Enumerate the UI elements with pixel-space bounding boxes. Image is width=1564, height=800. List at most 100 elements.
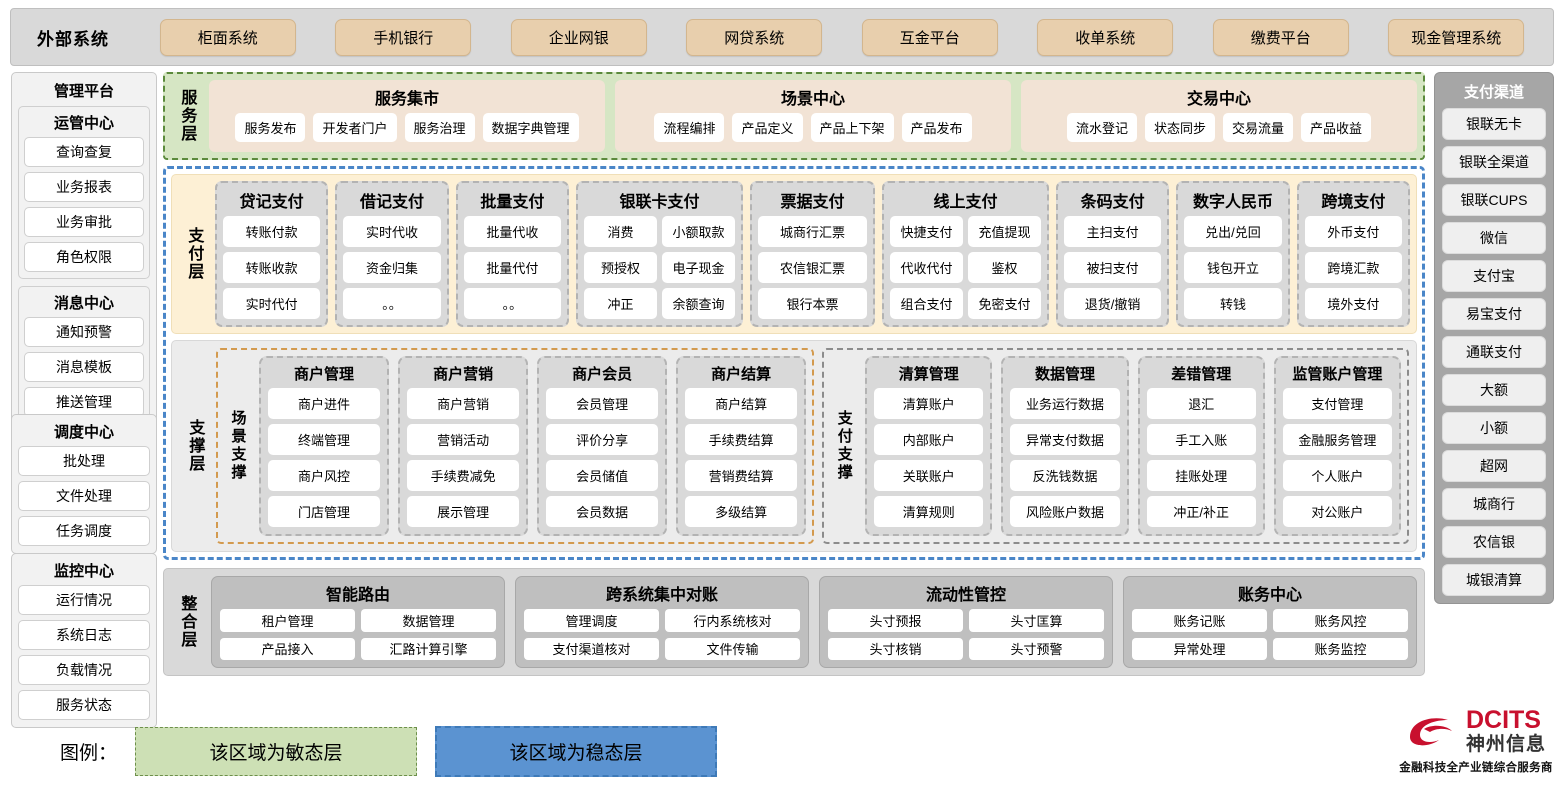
support-cell[interactable]: 营销活动: [407, 424, 519, 455]
payment-cell[interactable]: 预授权: [584, 252, 657, 283]
payment-cell[interactable]: 批量代收: [464, 216, 561, 247]
payment-cell[interactable]: 实时代付: [223, 288, 320, 319]
support-cell[interactable]: 商户结算: [685, 388, 797, 419]
service-chip[interactable]: 服务治理: [405, 113, 475, 142]
external-system-chip[interactable]: 企业网银: [511, 19, 647, 56]
service-chip[interactable]: 状态同步: [1145, 113, 1215, 142]
service-chip[interactable]: 产品收益: [1301, 113, 1371, 142]
support-cell[interactable]: 终端管理: [268, 424, 380, 455]
payment-cell[interactable]: 主扫支付: [1064, 216, 1161, 247]
payment-cell[interactable]: 快捷支付: [890, 216, 963, 247]
support-cell[interactable]: 退汇: [1147, 388, 1256, 419]
support-cell[interactable]: 对公账户: [1283, 496, 1392, 527]
payment-cell[interactable]: 银行本票: [758, 288, 867, 319]
integration-cell[interactable]: 头寸核销: [828, 638, 963, 661]
integration-cell[interactable]: 头寸预报: [828, 609, 963, 632]
integration-cell[interactable]: 产品接入: [220, 638, 355, 661]
payment-cell[interactable]: 跨境汇款: [1305, 252, 1402, 283]
integration-cell[interactable]: 租户管理: [220, 609, 355, 632]
integration-cell[interactable]: 数据管理: [361, 609, 496, 632]
payment-channel-item[interactable]: 小额: [1442, 412, 1546, 444]
external-system-chip[interactable]: 手机银行: [335, 19, 471, 56]
payment-channel-item[interactable]: 城商行: [1442, 488, 1546, 520]
management-item[interactable]: 业务审批: [24, 207, 144, 237]
support-cell[interactable]: 手工入账: [1147, 424, 1256, 455]
management-item[interactable]: 角色权限: [24, 242, 144, 272]
support-cell[interactable]: 多级结算: [685, 496, 797, 527]
payment-cell[interactable]: 城商行汇票: [758, 216, 867, 247]
payment-cell[interactable]: 被扫支付: [1064, 252, 1161, 283]
integration-cell[interactable]: 文件传输: [665, 638, 800, 661]
service-chip[interactable]: 服务发布: [235, 113, 305, 142]
management-item[interactable]: 查询查复: [24, 137, 144, 167]
integration-cell[interactable]: 头寸匡算: [969, 609, 1104, 632]
payment-channel-item[interactable]: 微信: [1442, 222, 1546, 254]
integration-cell[interactable]: 管理调度: [524, 609, 659, 632]
external-system-chip[interactable]: 网贷系统: [686, 19, 822, 56]
payment-cell[interactable]: 。。: [464, 288, 561, 319]
support-cell[interactable]: 金融服务管理: [1283, 424, 1392, 455]
support-cell[interactable]: 业务运行数据: [1010, 388, 1119, 419]
support-cell[interactable]: 手续费减免: [407, 460, 519, 491]
payment-cell[interactable]: 小额取款: [662, 216, 735, 247]
payment-channel-item[interactable]: 支付宝: [1442, 260, 1546, 292]
payment-channel-item[interactable]: 易宝支付: [1442, 298, 1546, 330]
support-cell[interactable]: 会员管理: [546, 388, 658, 419]
payment-cell[interactable]: 境外支付: [1305, 288, 1402, 319]
support-cell[interactable]: 挂账处理: [1147, 460, 1256, 491]
payment-cell[interactable]: 。。: [343, 288, 440, 319]
support-cell[interactable]: 反洗钱数据: [1010, 460, 1119, 491]
integration-cell[interactable]: 账务记账: [1132, 609, 1267, 632]
integration-cell[interactable]: 异常处理: [1132, 638, 1267, 661]
payment-cell[interactable]: 充值提现: [968, 216, 1041, 247]
payment-cell[interactable]: 转钱: [1184, 288, 1281, 319]
payment-channel-item[interactable]: 超网: [1442, 450, 1546, 482]
support-cell[interactable]: 手续费结算: [685, 424, 797, 455]
payment-cell[interactable]: 转账付款: [223, 216, 320, 247]
service-chip[interactable]: 数据字典管理: [483, 113, 579, 142]
support-cell[interactable]: 个人账户: [1283, 460, 1392, 491]
support-cell[interactable]: 门店管理: [268, 496, 380, 527]
support-cell[interactable]: 展示管理: [407, 496, 519, 527]
payment-cell[interactable]: 余额查询: [662, 288, 735, 319]
service-chip[interactable]: 产品上下架: [811, 113, 894, 142]
payment-cell[interactable]: 电子现金: [662, 252, 735, 283]
integration-cell[interactable]: 头寸预警: [969, 638, 1104, 661]
management-item[interactable]: 推送管理: [24, 387, 144, 417]
payment-cell[interactable]: 代收代付: [890, 252, 963, 283]
management-item[interactable]: 业务报表: [24, 172, 144, 202]
external-system-chip[interactable]: 收单系统: [1037, 19, 1173, 56]
payment-cell[interactable]: 批量代付: [464, 252, 561, 283]
payment-cell[interactable]: 转账收款: [223, 252, 320, 283]
support-cell[interactable]: 营销费结算: [685, 460, 797, 491]
payment-cell[interactable]: 钱包开立: [1184, 252, 1281, 283]
payment-cell[interactable]: 退货/撤销: [1064, 288, 1161, 319]
management-item[interactable]: 服务状态: [18, 690, 150, 720]
payment-cell[interactable]: 消费: [584, 216, 657, 247]
payment-cell[interactable]: 外币支付: [1305, 216, 1402, 247]
support-cell[interactable]: 商户营销: [407, 388, 519, 419]
support-cell[interactable]: 内部账户: [874, 424, 983, 455]
payment-channel-item[interactable]: 银联全渠道: [1442, 146, 1546, 178]
external-system-chip[interactable]: 互金平台: [862, 19, 998, 56]
payment-cell[interactable]: 免密支付: [968, 288, 1041, 319]
support-cell[interactable]: 关联账户: [874, 460, 983, 491]
external-system-chip[interactable]: 缴费平台: [1213, 19, 1349, 56]
support-cell[interactable]: 商户进件: [268, 388, 380, 419]
support-cell[interactable]: 清算账户: [874, 388, 983, 419]
support-cell[interactable]: 冲正/补正: [1147, 496, 1256, 527]
payment-channel-item[interactable]: 城银清算: [1442, 564, 1546, 596]
management-item[interactable]: 消息模板: [24, 352, 144, 382]
payment-cell[interactable]: 鉴权: [968, 252, 1041, 283]
external-system-chip[interactable]: 现金管理系统: [1388, 19, 1524, 56]
integration-cell[interactable]: 账务风控: [1273, 609, 1408, 632]
management-item[interactable]: 负载情况: [18, 655, 150, 685]
support-cell[interactable]: 会员数据: [546, 496, 658, 527]
integration-cell[interactable]: 账务监控: [1273, 638, 1408, 661]
service-chip[interactable]: 产品发布: [902, 113, 972, 142]
service-chip[interactable]: 开发者门户: [313, 113, 396, 142]
integration-cell[interactable]: 行内系统核对: [665, 609, 800, 632]
payment-cell[interactable]: 组合支付: [890, 288, 963, 319]
integration-cell[interactable]: 汇路计算引擎: [361, 638, 496, 661]
payment-channel-item[interactable]: 银联CUPS: [1442, 184, 1546, 216]
